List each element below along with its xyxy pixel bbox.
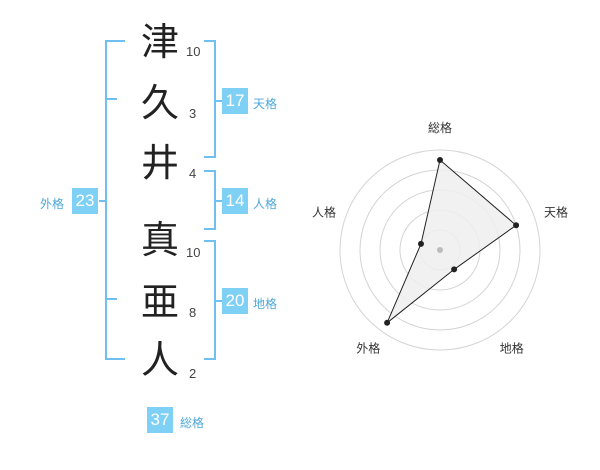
stroke-count-2: 3 [189,106,197,121]
gaikaku-connector [99,200,105,202]
name-char-3: 井 [140,141,179,185]
radar-ring-5 [339,149,541,351]
radar-point-5 [417,240,424,247]
radar-axis-label-1: 総格 [428,120,452,135]
radar-area [386,159,517,324]
name-char-1: 津 [140,20,179,64]
soukaku-label: 総格 [180,416,205,430]
name-char-5: 亜 [140,280,179,324]
radar-point-4 [384,319,391,326]
radar-point-3 [451,266,458,273]
soukaku-badge: 37 [147,407,173,433]
radar-point-2 [513,222,520,229]
name-char-4: 真 [140,218,179,262]
radar-axis-label-4: 外格 [356,341,380,356]
name-char-2: 久 [140,81,179,125]
stroke-count-3: 4 [189,166,197,181]
gaikaku-bracket [105,40,125,360]
gaikaku-bracket-tick-1 [105,98,117,100]
tenkaku-bracket [204,40,216,158]
gaikaku-badge: 23 [72,188,98,214]
stroke-count-6: 2 [189,366,197,381]
stroke-count-5: 8 [189,305,197,320]
jinkaku-connector [216,200,222,202]
radar-axis-label-5: 人格 [312,204,336,219]
gaikaku-bracket-tick-2 [105,298,117,300]
tenkaku-connector [216,100,222,102]
jinkaku-badge: 14 [222,188,248,214]
tenkaku-label: 天格 [253,97,278,111]
jinkaku-bracket [204,170,216,230]
gaikaku-label: 外格 [40,197,65,211]
radar-point-1 [437,157,443,163]
radar-axis-label-2: 天格 [544,204,568,219]
tenkaku-badge: 17 [222,88,248,114]
radar-axis-label-3: 地格 [500,341,524,356]
chikaku-badge: 20 [222,288,248,314]
jinkaku-label: 人格 [253,197,278,211]
stroke-count-4: 10 [186,245,201,260]
chikaku-label: 地格 [253,297,278,311]
name-char-6: 人 [140,338,179,382]
chikaku-connector [216,300,222,302]
radar-center-dot [437,247,443,253]
chikaku-bracket [204,240,216,360]
stroke-count-1: 10 [186,44,201,59]
